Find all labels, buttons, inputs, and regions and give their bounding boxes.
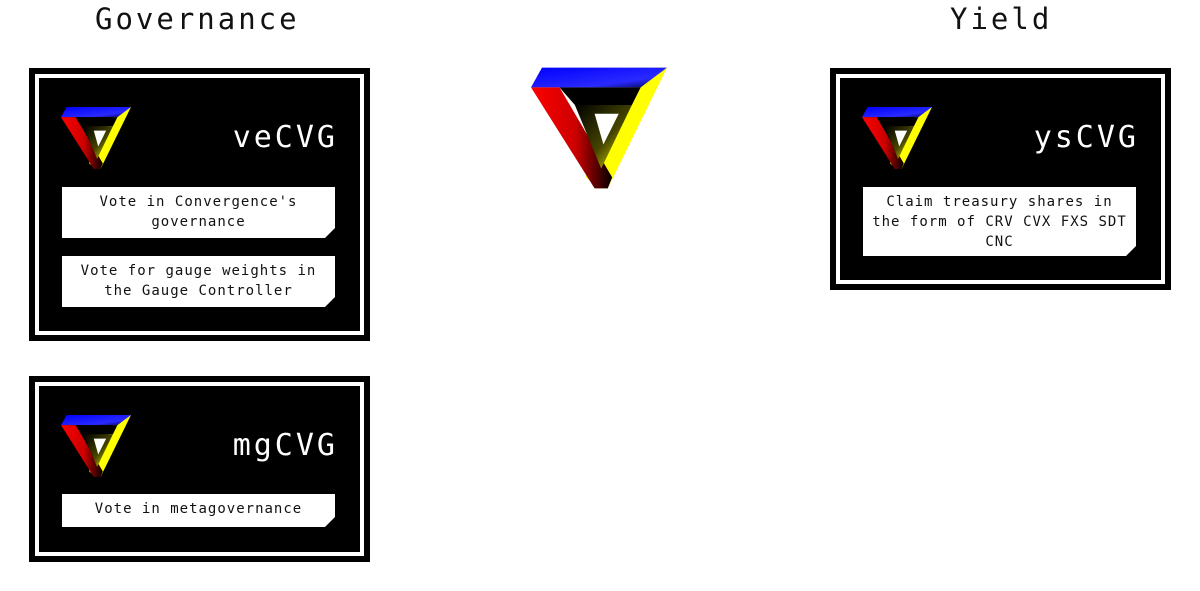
convergence-logo-icon [531,67,667,189]
penrose-triangle-icon [61,414,131,478]
card-border [836,74,1165,284]
yscvg-card: ysCVG Claim treasury shares in the form … [830,68,1171,290]
yscvg-name: ysCVG [1033,120,1139,155]
card-border [35,74,364,335]
vecvg-description-governance: Vote in Convergence's governance [62,187,335,238]
mgcvg-name: mgCVG [232,428,338,463]
vecvg-name: veCVG [232,120,338,155]
card-border [35,382,364,556]
vecvg-description-gauge: Vote for gauge weights in the Gauge Cont… [62,256,335,307]
mgcvg-card: mgCVG Vote in metagovernance [29,376,370,562]
mgcvg-description-metagovernance: Vote in metagovernance [62,494,335,527]
penrose-triangle-icon [61,106,131,170]
yscvg-description-treasury: Claim treasury shares in the form of CRV… [863,187,1136,256]
penrose-triangle-icon [862,106,932,170]
governance-title: Governance [95,2,300,36]
yield-title: Yield [950,2,1053,36]
vecvg-card: veCVG Vote in Convergence's governance V… [29,68,370,341]
